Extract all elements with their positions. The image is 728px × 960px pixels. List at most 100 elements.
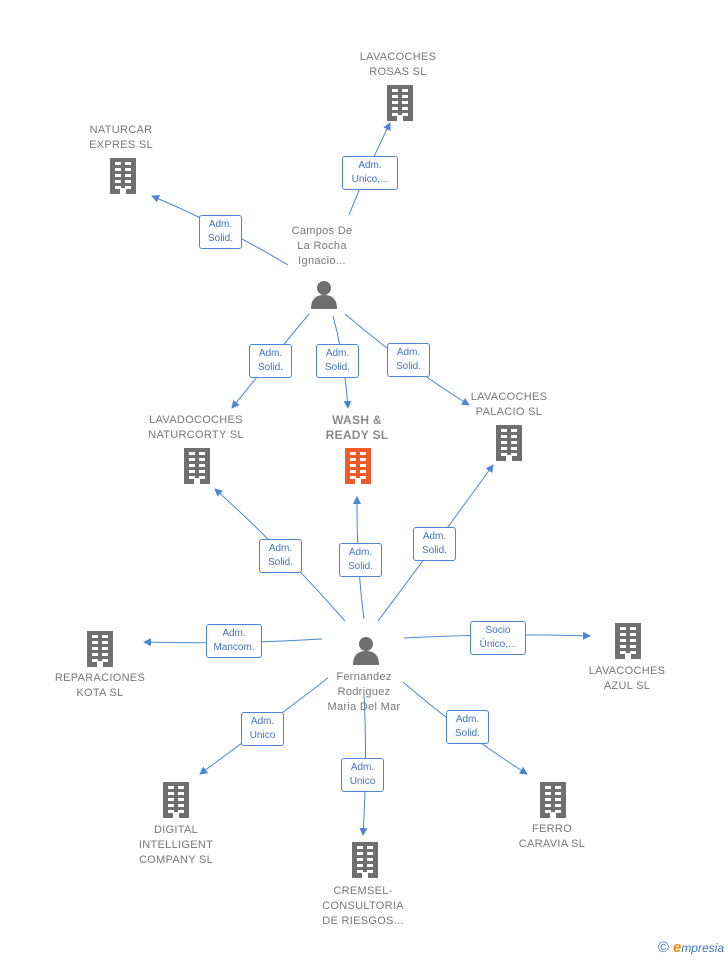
- edge-label-line: Adm.: [422, 531, 447, 542]
- node-label-line: NATURCORTY SL: [148, 429, 244, 441]
- building-icon: [87, 631, 113, 667]
- node-icon[interactable]: [342, 448, 374, 484]
- edge-label-campos-to-naturcar[interactable]: Adm. Solid.: [199, 215, 242, 249]
- edge-label-line: Adm.: [268, 543, 293, 554]
- building-icon: [163, 782, 189, 818]
- node-icon[interactable]: [384, 85, 416, 121]
- edge-label-line: Mancom.: [213, 642, 255, 653]
- building-icon: [110, 158, 136, 194]
- edge-label-line: Adm.: [350, 762, 375, 773]
- edge-label-line: Unico,...: [351, 174, 389, 185]
- node-label-line: DIGITAL: [153, 824, 199, 836]
- edge-label-line: Socio: [485, 625, 511, 636]
- node-label-naturcar[interactable]: NATURCAR EXPRES SL: [51, 123, 191, 153]
- node-icon[interactable]: [493, 425, 525, 461]
- edge-label-line: Solid.: [207, 233, 233, 244]
- edge-label-line: Unico: [249, 730, 276, 741]
- node-icon[interactable]: [181, 448, 213, 484]
- node-label-wash[interactable]: WASH &READY SL: [287, 413, 427, 443]
- building-icon: [184, 448, 210, 484]
- edge-label-line: Solid.: [395, 361, 421, 372]
- edge-label-fernandez-to-reparaciones[interactable]: Adm. Mancom.: [206, 624, 262, 658]
- node-label-line: CREMSEL-: [333, 885, 393, 897]
- edge-label-line: Solid.: [454, 728, 480, 739]
- edge-label-fernandez-to-digital[interactable]: Adm. Unico: [241, 712, 284, 746]
- node-label-ferro[interactable]: FERRO CARAVIA SL: [482, 822, 622, 852]
- edge-label-fernandez-to-cremsel[interactable]: Adm. Unico: [341, 758, 384, 792]
- brand-name: mpresia: [681, 941, 724, 955]
- edge-label-fernandez-to-lavadocoches[interactable]: Adm. Solid.: [259, 539, 302, 573]
- node-label-line: ROSAS SL: [369, 66, 427, 78]
- edge-label-line: Solid.: [347, 561, 373, 572]
- brand-initial: e: [672, 939, 682, 956]
- node-label-lavadocoches[interactable]: LAVADOCOCHES NATURCORTY SL: [126, 413, 266, 443]
- person-icon: [353, 637, 379, 665]
- edge-label-line: Solid.: [257, 362, 283, 373]
- node-label-line: LAVADOCOCHES: [149, 414, 243, 426]
- node-label-line: FERRO: [532, 823, 572, 835]
- node-label-line: AZUL SL: [603, 680, 651, 692]
- footer-brand: ©empresia: [658, 939, 724, 956]
- node-label-line: PALACIO SL: [475, 406, 543, 418]
- node-icon[interactable]: [160, 782, 192, 818]
- node-icon[interactable]: [107, 158, 139, 194]
- edge-label-campos-to-wash[interactable]: Adm. Solid.: [316, 344, 359, 378]
- node-icon[interactable]: [309, 279, 339, 309]
- edge-label-line: Adm.: [396, 347, 421, 358]
- building-icon: [615, 623, 641, 659]
- node-label-line: REPARACIONES: [54, 672, 146, 684]
- edge-label-campos-to-lavacoches_rosas[interactable]: Adm. Unico,...: [342, 156, 398, 190]
- node-label-line: EXPRES SL: [89, 139, 153, 151]
- node-label-line: Fernandez: [336, 671, 392, 683]
- edge-label-campos-to-lavadocoches[interactable]: Adm. Solid.: [249, 344, 292, 378]
- node-label-lavacoches-palacio[interactable]: LAVACOCHES PALACIO SL: [439, 390, 579, 420]
- node-icon[interactable]: [537, 782, 569, 818]
- node-label-line: WASH &: [332, 413, 382, 427]
- node-label-line: DE RIESGOS...: [322, 915, 404, 927]
- edge-label-line: Unico: [349, 776, 376, 787]
- node-label-line: La Rocha: [297, 240, 347, 252]
- node-icon[interactable]: [84, 631, 116, 667]
- edge-label-line: Adm.: [222, 628, 246, 639]
- edge-label-fernandez-to-ferro[interactable]: Adm. Solid.: [446, 710, 489, 744]
- edge-label-line: Adm.: [208, 219, 233, 230]
- edge-label-fernandez-to-lavacoches_palacio[interactable]: Adm. Solid.: [413, 527, 456, 561]
- edge-label-line: Solid.: [324, 362, 350, 373]
- building-icon: [345, 448, 371, 484]
- edge-label-line: Solid.: [421, 545, 447, 556]
- node-icon[interactable]: [349, 842, 381, 878]
- building-icon: [496, 425, 522, 461]
- edge-label-line: Único,...: [479, 639, 517, 650]
- edge-label-line: Solid.: [267, 557, 293, 568]
- building-icon: [540, 782, 566, 818]
- person-icon: [311, 281, 337, 309]
- node-label-line: Maria Del Mar: [327, 701, 401, 713]
- node-label-line: INTELLIGENT: [138, 839, 214, 851]
- edge-label-line: Adm.: [258, 348, 283, 359]
- edge-label-line: Adm.: [455, 714, 480, 725]
- node-label-line: Rodriguez: [337, 686, 391, 698]
- edge-label-line: Adm.: [358, 160, 382, 171]
- node-label-line: COMPANY SL: [138, 854, 214, 866]
- node-label-lavacoches-azul[interactable]: LAVACOCHES AZUL SL: [557, 664, 697, 694]
- node-icon[interactable]: [612, 623, 644, 659]
- edge-label-line: Adm.: [348, 547, 373, 558]
- node-icon[interactable]: [351, 635, 381, 665]
- node-label-line: LAVACOCHES: [588, 665, 666, 677]
- edge-label-campos-to-lavacoches_palacio[interactable]: Adm. Solid.: [387, 343, 430, 377]
- node-label-digital[interactable]: DIGITAL INTELLIGENT COMPANY SL: [106, 823, 246, 868]
- node-label-line: NATURCAR: [89, 124, 153, 136]
- building-icon: [352, 842, 378, 878]
- node-label-line: CARAVIA SL: [518, 838, 586, 850]
- node-label-line: LAVACOCHES: [470, 391, 548, 403]
- edge-label-fernandez-to-wash[interactable]: Adm. Solid.: [339, 543, 382, 577]
- edge-label-line: Adm.: [250, 716, 275, 727]
- edge-label-line: Adm.: [325, 348, 350, 359]
- node-label-line: READY SL: [325, 428, 389, 442]
